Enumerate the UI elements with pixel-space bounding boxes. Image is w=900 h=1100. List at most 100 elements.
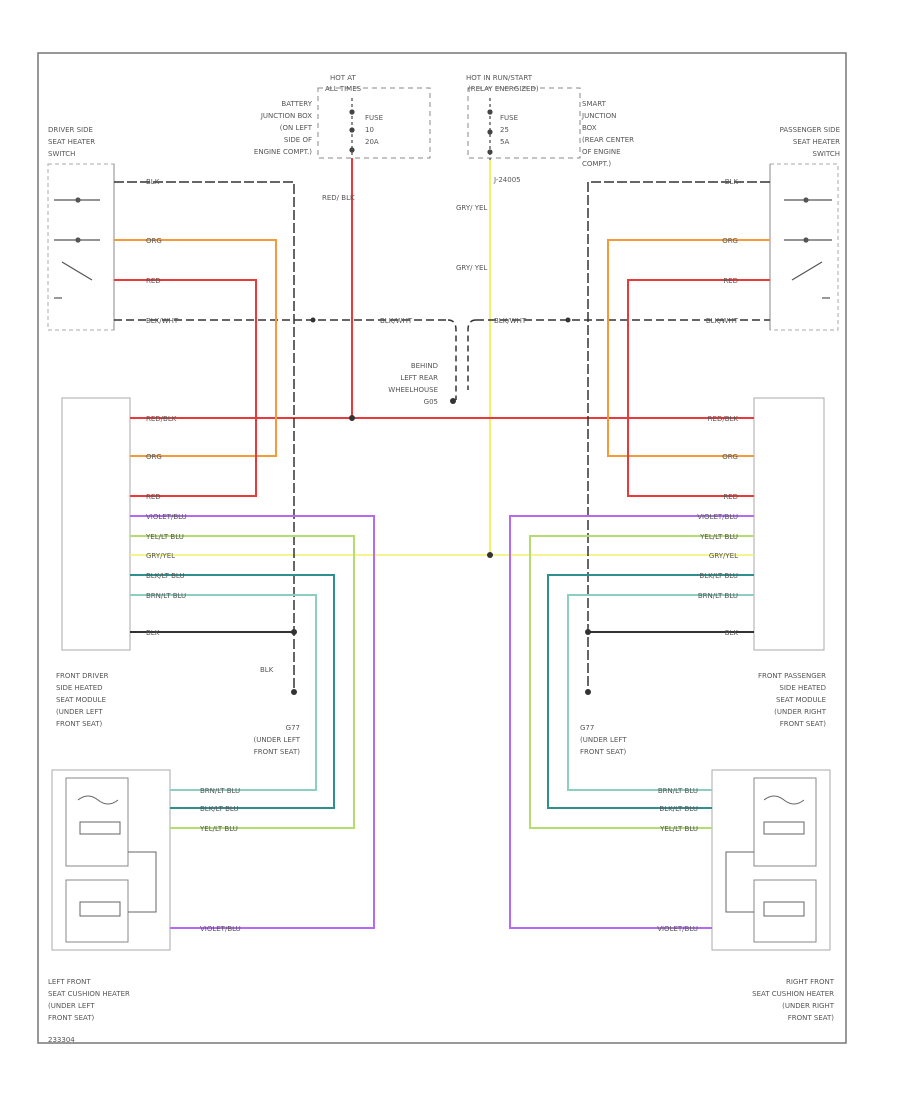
svg-text:VIOLET/BLU: VIOLET/BLU xyxy=(657,925,698,933)
svg-text:BLK/LT BLU: BLK/LT BLU xyxy=(699,572,738,580)
svg-text:ORG: ORG xyxy=(722,453,738,461)
svg-text:SWITCH: SWITCH xyxy=(48,150,75,158)
wire-red-right xyxy=(627,279,770,497)
svg-text:BLK: BLK xyxy=(725,178,739,186)
svg-text:RED: RED xyxy=(146,493,161,501)
svg-text:JUNCTION BOX: JUNCTION BOX xyxy=(260,112,312,120)
driver-heated-seat-module: FRONT DRIVER SIDE HEATED SEAT MODULE (UN… xyxy=(56,397,131,728)
svg-text:RED: RED xyxy=(723,493,738,501)
svg-text:BLK/LT BLU: BLK/LT BLU xyxy=(200,805,239,813)
svg-text:BEHIND: BEHIND xyxy=(411,362,438,370)
svg-text:(UNDER LEFT: (UNDER LEFT xyxy=(56,708,103,716)
svg-text:SEAT CUSHION HEATER: SEAT CUSHION HEATER xyxy=(48,990,130,998)
svg-text:RED: RED xyxy=(146,277,161,285)
fuse-glyphs xyxy=(349,98,493,160)
svg-text:SMART: SMART xyxy=(582,100,607,108)
svg-text:ORG: ORG xyxy=(146,453,162,461)
svg-text:FRONT SEAT): FRONT SEAT) xyxy=(580,748,627,756)
left-fuse-label: FUSE xyxy=(365,114,383,122)
right-seat-cushion-heater: RIGHT FRONT SEAT CUSHION HEATER (UNDER R… xyxy=(711,769,835,1022)
left-fuse-number: 10 xyxy=(365,126,374,134)
svg-text:FRONT SEAT): FRONT SEAT) xyxy=(48,1014,95,1022)
svg-text:YEL/LT BLU: YEL/LT BLU xyxy=(699,533,738,541)
svg-text:YEL/LT BLU: YEL/LT BLU xyxy=(199,825,238,833)
svg-text:(UNDER LEFT: (UNDER LEFT xyxy=(254,736,301,744)
svg-text:ORG: ORG xyxy=(146,237,162,245)
driver-seat-heater-switch: DRIVER SIDE SEAT HEATER SWITCH xyxy=(47,126,115,331)
svg-text:YEL/LT BLU: YEL/LT BLU xyxy=(659,825,698,833)
ground-g05 xyxy=(450,398,456,404)
svg-text:ORG: ORG xyxy=(722,237,738,245)
wire-brn-ltblu-right xyxy=(567,594,754,791)
passenger-seat-heater-switch: PASSENGER SIDE SEAT HEATER SWITCH xyxy=(769,126,840,331)
svg-text:FRONT SEAT): FRONT SEAT) xyxy=(254,748,301,756)
svg-text:BLK: BLK xyxy=(146,178,160,186)
svg-text:VIOLET/BLU: VIOLET/BLU xyxy=(146,513,187,521)
ground-g77-right-label: G77 (UNDER LEFT FRONT SEAT) xyxy=(580,724,627,756)
left-fuse-amp: 20A xyxy=(365,138,379,146)
svg-text:SEAT MODULE: SEAT MODULE xyxy=(56,696,106,704)
svg-text:BRN/LT BLU: BRN/LT BLU xyxy=(146,592,186,600)
svg-text:G77: G77 xyxy=(286,724,300,732)
wire-labels-left: BLK ORG RED BLK/WHT RED/BLK ORG RED VIOL… xyxy=(145,178,274,933)
svg-text:BLK: BLK xyxy=(260,666,274,674)
svg-text:BLK/WHT: BLK/WHT xyxy=(146,317,179,325)
right-fuse-amp: 5A xyxy=(500,138,509,146)
svg-text:SWITCH: SWITCH xyxy=(813,150,840,158)
svg-text:VIOLET/BLU: VIOLET/BLU xyxy=(697,513,738,521)
wire-violet-right xyxy=(509,515,754,929)
svg-text:JUNCTION: JUNCTION xyxy=(581,112,616,120)
splice-red-blk xyxy=(349,415,355,421)
wire-violet-left xyxy=(130,515,375,929)
svg-text:BLK/WHT: BLK/WHT xyxy=(494,317,527,325)
svg-text:FRONT DRIVER: FRONT DRIVER xyxy=(56,672,109,680)
svg-text:GRY/YEL: GRY/YEL xyxy=(709,552,738,560)
right-fuse-box: HOT IN RUN/START (RELAY ENERGIZED) FUSE … xyxy=(466,74,581,159)
svg-text:COMPT.): COMPT.) xyxy=(582,160,611,168)
svg-text:(UNDER LEFT: (UNDER LEFT xyxy=(580,736,627,744)
passenger-heated-seat-module: FRONT PASSENGER SIDE HEATED SEAT MODULE … xyxy=(753,397,827,728)
svg-text:BATTERY: BATTERY xyxy=(281,100,312,108)
svg-text:VIOLET/BLU: VIOLET/BLU xyxy=(200,925,241,933)
svg-text:GRY/ YEL: GRY/ YEL xyxy=(456,204,487,212)
ground-g77-right xyxy=(585,689,591,695)
diagram-frame xyxy=(37,52,847,1044)
battery-junction-box-label: BATTERY JUNCTION BOX (ON LEFT SIDE OF EN… xyxy=(254,100,313,156)
svg-text:BLK/WHT: BLK/WHT xyxy=(380,317,413,325)
wire-red-left xyxy=(114,279,257,497)
svg-text:SEAT MODULE: SEAT MODULE xyxy=(776,696,826,704)
left-fuse-hot-label-2: ALL TIMES xyxy=(325,85,362,93)
svg-text:GRY/ YEL: GRY/ YEL xyxy=(456,264,487,272)
svg-text:RED/BLK: RED/BLK xyxy=(146,415,177,423)
wire-blk-left xyxy=(114,181,295,690)
svg-text:G05: G05 xyxy=(424,398,438,406)
right-fuse-hot-label: HOT IN RUN/START xyxy=(466,74,533,82)
ground-g05-label: BEHIND LEFT REAR WHEELHOUSE G05 xyxy=(388,362,438,406)
svg-text:DRIVER SIDE: DRIVER SIDE xyxy=(48,126,93,134)
svg-text:(UNDER RIGHT: (UNDER RIGHT xyxy=(774,708,827,716)
svg-text:(REAR CENTER: (REAR CENTER xyxy=(582,136,634,144)
wire-blk-ltblu-right xyxy=(547,574,754,809)
ground-g77-left-label: G77 (UNDER LEFT FRONT SEAT) xyxy=(254,724,301,756)
svg-text:SEAT HEATER: SEAT HEATER xyxy=(48,138,95,146)
right-fuse-label: FUSE xyxy=(500,114,518,122)
svg-text:(UNDER LEFT: (UNDER LEFT xyxy=(48,1002,95,1010)
svg-text:BLK: BLK xyxy=(725,629,739,637)
svg-text:RED/BLK: RED/BLK xyxy=(708,415,739,423)
wire-org-right xyxy=(607,239,770,457)
svg-text:LEFT REAR: LEFT REAR xyxy=(400,374,438,382)
svg-text:BRN/LT BLU: BRN/LT BLU xyxy=(200,787,240,795)
right-fuse-hot-label-2: (RELAY ENERGIZED) xyxy=(468,85,539,93)
wire-blk-right xyxy=(587,181,770,690)
svg-text:ENGINE COMPT.): ENGINE COMPT.) xyxy=(254,148,312,156)
svg-text:BLK: BLK xyxy=(146,629,160,637)
svg-text:(UNDER RIGHT: (UNDER RIGHT xyxy=(782,1002,835,1010)
wire-org-left xyxy=(114,239,277,457)
svg-text:BLK/LT BLU: BLK/LT BLU xyxy=(146,572,185,580)
right-fuse-number: 25 xyxy=(500,126,509,134)
wire-blk-ltblu-left xyxy=(130,574,335,809)
svg-text:OF ENGINE: OF ENGINE xyxy=(582,148,621,156)
svg-text:SIDE HEATED: SIDE HEATED xyxy=(56,684,103,692)
svg-text:FRONT PASSENGER: FRONT PASSENGER xyxy=(758,672,826,680)
